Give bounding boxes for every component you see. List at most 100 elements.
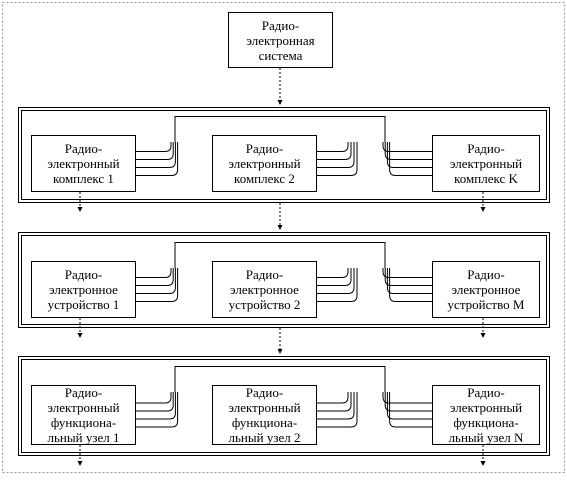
node-text-line: электронная [246,32,315,48]
node-complex-1: Радио- электронный комплекс 1 [31,135,136,192]
node-text-line: система [258,47,303,63]
arrow-head [480,333,486,338]
bus-line-middle [317,392,349,404]
arrow-head [480,207,486,212]
bus-line-right [389,268,432,302]
bus-bracket [174,366,386,392]
bus-line-right [384,392,432,412]
bus-line-left [136,268,174,286]
level-frame-inner [21,235,547,325]
level-frame-outer [18,107,550,203]
bus-line-middle [317,392,352,412]
bus-line-middle [317,142,352,160]
node-device-m: Радио- электронное устройство M [432,261,540,318]
arrow-head [77,461,83,466]
bus-line-middle [317,392,358,428]
bus-line-left [136,142,172,152]
node-text-line: электронное [451,282,521,297]
node-text-line: комплекс 1 [53,171,114,186]
node-text-line: электронный [47,400,120,415]
arrow-head [277,225,283,230]
arrow-head [77,207,83,212]
level-frame-outer [18,356,550,456]
node-text-line: Радио- [245,141,284,156]
bus-line-left [136,142,176,168]
node-text-line: устройство 1 [47,297,120,312]
node-text-line: Радио- [64,267,103,282]
bus-line-right [382,142,432,152]
node-text-line: электронный [47,156,120,171]
level-frame-outer [18,232,550,328]
bus-line-middle [317,268,349,278]
bus-line-left [136,392,179,428]
level-frame-inner [21,110,547,200]
bus-line-right [386,142,432,168]
node-device-1: Радио- электронное устройство 1 [31,261,136,318]
bus-line-right [389,142,432,176]
bus-line-middle [317,392,355,420]
level-frame-inner [21,359,547,453]
arrow-head [77,333,83,338]
node-text-line: устройство 2 [228,297,301,312]
node-text-line: электронный [449,400,523,415]
node-text-line: устройство M [447,297,525,312]
node-device-2: Радио- электронное устройство 2 [212,261,317,318]
node-text-line: электронное [230,282,299,297]
node-text-line: Радио- [64,141,103,156]
bus-line-middle [317,142,358,176]
node-text-line: льный узел 1 [47,430,120,445]
bus-line-right [386,268,432,294]
bus-line-right [382,392,432,404]
node-text-line: функциона- [50,415,117,430]
node-text-line: Радио- [245,385,284,400]
node-unit-n: Радио- электронный функциона- льный узел… [432,385,540,445]
bus-line-right [389,392,432,428]
bus-line-middle [317,268,358,302]
bus-line-right [386,392,432,420]
node-text-line: электронный [449,156,523,171]
node-text-line: функциона- [231,415,298,430]
node-text-line: комплекс K [454,171,518,186]
node-text-line: функциона- [453,415,519,430]
node-text-line: комплекс 2 [234,171,295,186]
arrow-head [277,349,283,354]
node-complex-2: Радио- электронный комплекс 2 [212,135,317,192]
bus-line-left [136,268,172,278]
node-text-line: электронный [228,400,301,415]
node-unit-2: Радио- электронный функциона- льный узел… [212,385,317,445]
connectors [18,68,550,466]
bus-line-left [136,268,176,294]
bus-line-right [382,268,432,278]
bus-line-left [136,392,172,404]
node-text-line: Радио- [245,267,284,282]
bus-line-left [136,142,179,176]
node-text-line: льный узел N [448,430,524,445]
node-text-line: электронный [228,156,301,171]
node-text-line: Радио- [467,267,505,282]
bus-line-middle [317,142,349,152]
bus-line-left [136,392,176,420]
node-text-line: Радио- [261,17,300,33]
arrow-head [277,100,283,105]
bus-line-left [136,392,174,412]
bus-line-right [384,268,432,286]
top-node-system: Радио- электронная система [228,12,333,68]
node-text-line: Радио- [467,385,505,400]
node-complex-k: Радио- электронный комплекс K [432,135,540,192]
bus-line-right [384,142,432,160]
node-text-line: электронное [49,282,118,297]
node-text-line: льный узел 2 [228,430,301,445]
bus-line-middle [317,268,355,294]
outer-frame [2,2,565,473]
bus-bracket [174,116,386,142]
bus-bracket [174,242,386,268]
bus-line-left [136,268,179,302]
node-text-line: Радио- [467,141,505,156]
arrow-head [480,461,486,466]
node-unit-1: Радио- электронный функциона- льный узел… [31,385,136,445]
bus-line-middle [317,142,355,168]
bus-line-left [136,142,174,160]
bus-line-middle [317,268,352,286]
node-text-line: Радио- [64,385,103,400]
